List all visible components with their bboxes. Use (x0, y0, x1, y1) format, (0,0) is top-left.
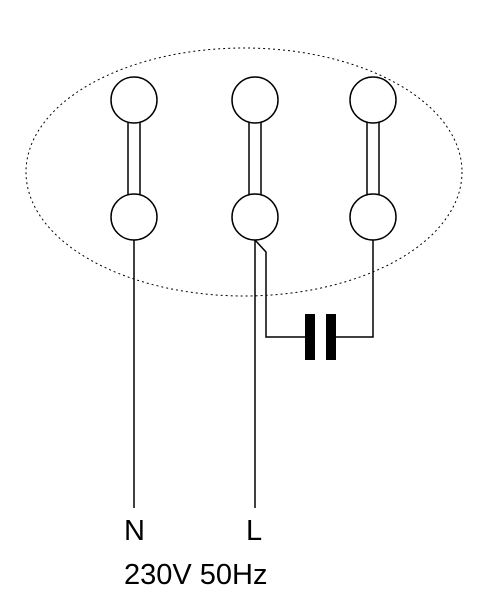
terminal-link-2 (248, 111, 262, 205)
terminal-top-2 (231, 76, 279, 124)
neutral-label: N (124, 515, 145, 547)
terminal-top-3 (349, 76, 397, 124)
terminal-bottom-1 (110, 193, 158, 241)
capacitor-wire-right (336, 240, 374, 338)
capacitor-symbol (305, 314, 336, 360)
terminal-box-outline (25, 47, 463, 297)
line-label: L (246, 515, 262, 547)
terminal-bottom-3 (349, 193, 397, 241)
capacitor-plate-right (326, 314, 336, 360)
terminal-bottom-2 (231, 193, 279, 241)
supply-label: 230V 50Hz (124, 559, 268, 591)
terminal-link-1 (127, 111, 141, 205)
terminal-top-1 (110, 76, 158, 124)
terminal-link-3 (366, 111, 380, 205)
capacitor-plate-left (305, 314, 315, 360)
capacitor-wire-left (254, 239, 305, 338)
